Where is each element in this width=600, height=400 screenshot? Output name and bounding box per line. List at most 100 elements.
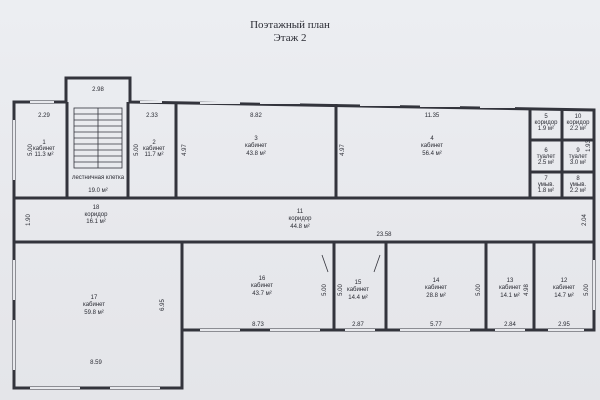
room-2: 2 кабинет 11.7 м² <box>143 140 165 158</box>
room-1: 1 кабинет 11.3 м² <box>33 140 55 158</box>
svg-text:кабинет: кабинет <box>251 283 273 289</box>
svg-text:кабинет: кабинет <box>245 143 267 149</box>
svg-text:кабинет: кабинет <box>83 302 105 308</box>
dim-room13-depth: 4.98 <box>524 284 530 296</box>
windows <box>13 101 595 389</box>
svg-text:кабинет: кабинет <box>421 143 443 149</box>
dim-room2-depth: 5.00 <box>134 144 140 156</box>
svg-text:14: 14 <box>433 278 440 284</box>
room-6: 6 туалет 2.5 м² <box>537 148 556 166</box>
svg-text:1.8 м²: 1.8 м² <box>538 188 554 194</box>
dim-room16-width: 8.73 <box>252 322 264 328</box>
room-labels: 1 кабинет 11.3 м² лестничная клетка 19.0… <box>33 114 590 316</box>
room-7: 7 умыв. 1.8 м² <box>538 176 555 194</box>
svg-text:1: 1 <box>42 140 46 146</box>
svg-text:16.1 м²: 16.1 м² <box>86 219 105 225</box>
dim-room16-depth: 5.00 <box>322 284 328 296</box>
staircase <box>73 107 123 169</box>
svg-text:лестничная клетка: лестничная клетка <box>72 175 125 181</box>
svg-text:8: 8 <box>576 176 580 182</box>
svg-text:43.8 м²: 43.8 м² <box>246 151 265 157</box>
room-13: 13 кабинет 14.1 м² <box>499 278 521 299</box>
room-16: 16 кабинет 43.7 м² <box>251 276 273 297</box>
dim-corridor-right: 2.04 <box>582 214 588 226</box>
svg-text:коридор: коридор <box>85 212 109 218</box>
dim-room1-depth: 5.00 <box>28 144 34 156</box>
svg-text:16: 16 <box>259 276 266 282</box>
outer-wall <box>12 76 596 390</box>
dim-stair-width: 2.98 <box>92 87 104 93</box>
plan-subtitle: Этаж 2 <box>274 32 307 44</box>
plan-title: Поэтажный план <box>250 19 330 31</box>
room-5: 5 коридор 1.9 м² <box>535 114 559 132</box>
svg-text:1.9 м²: 1.9 м² <box>538 126 554 132</box>
svg-text:10: 10 <box>575 114 582 120</box>
svg-text:17: 17 <box>91 295 98 301</box>
svg-text:кабинет: кабинет <box>425 285 447 291</box>
svg-text:7: 7 <box>544 176 548 182</box>
svg-text:9: 9 <box>576 148 580 154</box>
svg-text:кабинет: кабинет <box>347 287 369 293</box>
svg-text:14.7 м²: 14.7 м² <box>554 293 573 299</box>
room-11: 11 коридор 44.8 м² <box>289 209 313 230</box>
svg-text:44.8 м²: 44.8 м² <box>290 224 309 230</box>
dim-corridor-length: 23.58 <box>376 232 392 238</box>
dim-corridor-left: 1.90 <box>26 214 32 226</box>
svg-text:56.4 м²: 56.4 м² <box>422 151 441 157</box>
room-15: 15 кабинет 14.4 м² <box>347 280 369 301</box>
walls <box>12 76 596 390</box>
dim-room14-depth: 5.00 <box>476 284 482 296</box>
svg-text:кабинет: кабинет <box>33 146 55 152</box>
room-14: 14 кабинет 28.8 м² <box>425 278 447 299</box>
svg-text:43.7 м²: 43.7 м² <box>252 291 271 297</box>
svg-text:14.1 м²: 14.1 м² <box>500 293 519 299</box>
dim-room4-width: 11.35 <box>425 113 440 119</box>
svg-text:умыв.: умыв. <box>570 182 587 188</box>
room-17: 17 кабинет 59.8 м² <box>83 295 105 316</box>
dimension-labels: 2.98 2.29 2.33 8.82 11.35 5.00 5.00 4.97… <box>26 87 592 366</box>
svg-text:кабинет: кабинет <box>553 285 575 291</box>
doors <box>321 254 381 273</box>
room-8: 8 умыв. 2.2 м² <box>570 176 587 194</box>
svg-text:2.2 м²: 2.2 м² <box>570 126 586 132</box>
svg-text:коридор: коридор <box>567 120 591 126</box>
svg-text:кабинет: кабинет <box>143 146 165 152</box>
dim-wc-depth: 1.93 <box>586 140 592 152</box>
room-9: 9 туалет 3.0 м² <box>569 148 588 166</box>
dim-room3-depth: 4.97 <box>182 144 188 156</box>
room-3: 3 кабинет 43.8 м² <box>245 136 267 157</box>
svg-text:6: 6 <box>544 148 548 154</box>
svg-text:3.0 м²: 3.0 м² <box>570 160 586 166</box>
svg-text:2.5 м²: 2.5 м² <box>538 160 554 166</box>
svg-text:5: 5 <box>544 114 548 120</box>
svg-text:умыв.: умыв. <box>538 182 555 188</box>
svg-text:коридор: коридор <box>535 120 559 126</box>
room-4: 4 кабинет 56.4 м² <box>421 136 443 157</box>
svg-text:19.0 м²: 19.0 м² <box>88 188 107 194</box>
room-10: 10 коридор 2.2 м² <box>567 114 591 132</box>
svg-text:2: 2 <box>152 140 156 146</box>
room-stair: лестничная клетка 19.0 м² <box>72 175 125 194</box>
svg-text:туалет: туалет <box>569 154 588 160</box>
dim-room13-width: 2.84 <box>504 322 516 328</box>
svg-text:3: 3 <box>254 136 258 142</box>
dim-room15-depth: 5.00 <box>338 284 344 296</box>
room-12: 12 кабинет 14.7 м² <box>553 278 575 299</box>
dim-room17-width: 8.59 <box>90 360 102 366</box>
svg-text:11.3 м²: 11.3 м² <box>34 152 53 158</box>
svg-text:59.8 м²: 59.8 м² <box>84 310 103 316</box>
svg-text:кабинет: кабинет <box>499 285 521 291</box>
dim-room17-depth: 6.95 <box>160 299 166 311</box>
svg-text:11.7 м²: 11.7 м² <box>144 152 163 158</box>
svg-text:15: 15 <box>355 280 362 286</box>
svg-text:14.4 м²: 14.4 м² <box>348 295 367 301</box>
dim-room1-width: 2.29 <box>38 113 50 119</box>
svg-text:11: 11 <box>297 209 304 215</box>
dim-room3-width: 8.82 <box>250 113 262 119</box>
dim-room12-depth: 5.00 <box>584 284 590 296</box>
svg-text:2.2 м²: 2.2 м² <box>570 188 586 194</box>
svg-text:18: 18 <box>93 205 100 211</box>
svg-text:28.8 м²: 28.8 м² <box>426 293 445 299</box>
dim-room15-width: 2.87 <box>352 322 364 328</box>
